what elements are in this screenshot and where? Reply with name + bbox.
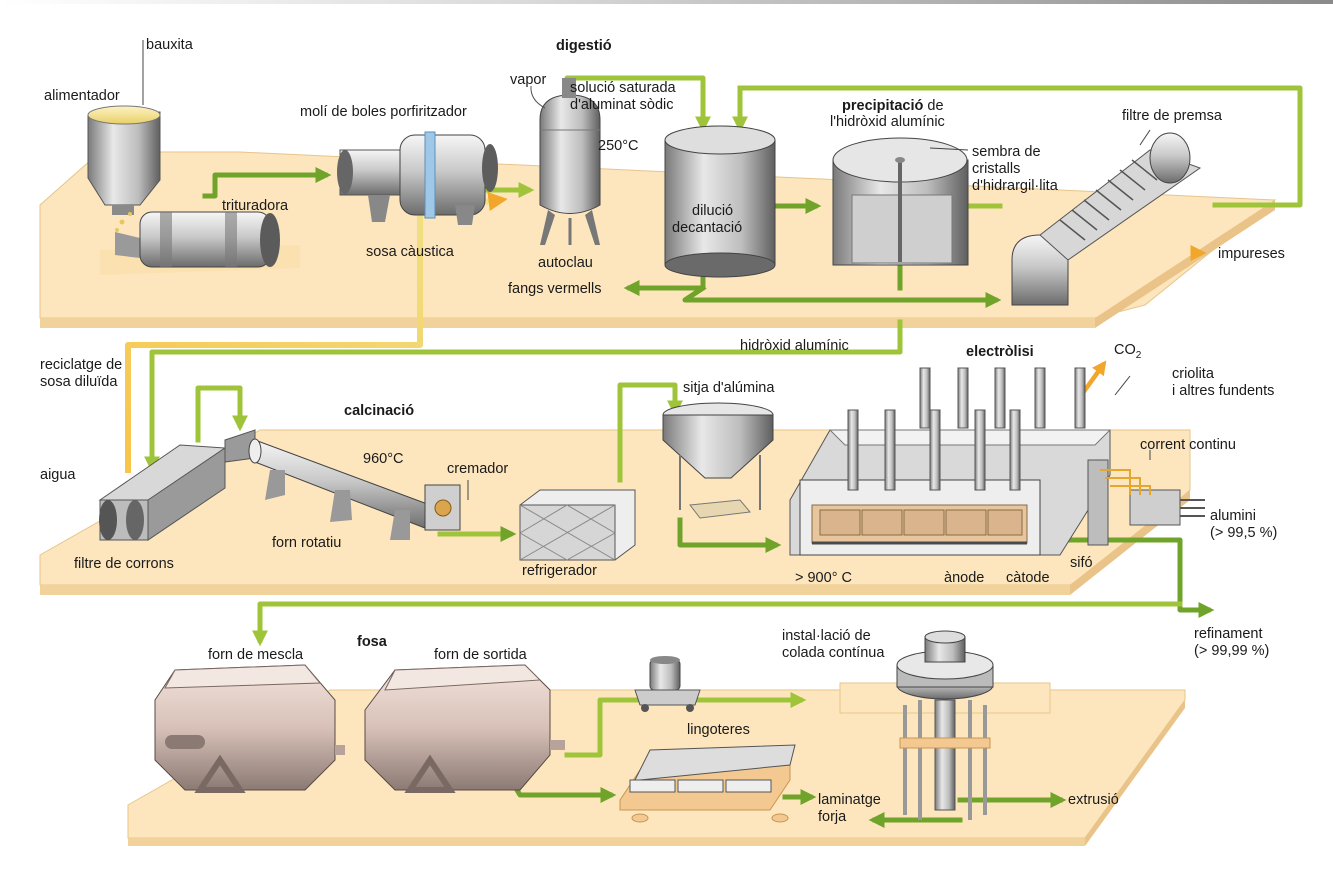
precipitation-title-rest: de — [923, 98, 944, 114]
digestion-title: digestió — [556, 38, 612, 54]
refining-label: refinament (> 99,99 %) — [1194, 626, 1270, 659]
direct-current-label: corrent continu — [1140, 437, 1236, 453]
calcination-title: calcinació — [344, 403, 415, 419]
holding-furnace-label: forn de sortida — [434, 647, 527, 663]
mixing-furnace-label: forn de mescla — [208, 647, 304, 663]
ladle — [634, 656, 701, 712]
co2-label: CO2 — [1114, 342, 1141, 364]
top-rule — [0, 0, 1333, 4]
ingot-molds — [619, 744, 796, 823]
filter-press-label: filtre de premsa — [1122, 108, 1222, 124]
crusher-label: trituradora — [222, 198, 289, 214]
autoclave — [530, 78, 601, 245]
cathode-label: càtode — [1006, 570, 1050, 586]
dilution-decantation-tank — [664, 125, 776, 278]
forging-label: forja — [818, 809, 847, 825]
siphon-label: sifó — [1070, 555, 1093, 571]
bauxite-label: bauxita — [146, 37, 193, 53]
precipitation-title-bold: precipitació — [842, 98, 924, 114]
water-label: aigua — [40, 467, 76, 483]
rolling-label: laminatge — [818, 792, 881, 808]
soda-recycling-label: reciclatge de sosa diluïda — [40, 357, 123, 390]
smelting-title: fosa — [357, 634, 387, 650]
temp-960-label: 960°C — [363, 451, 404, 467]
cooler-label: refrigerador — [522, 563, 597, 579]
continuous-casting — [896, 630, 994, 820]
temp-900-label: > 900° C — [795, 570, 852, 586]
cryolite-label: criolita i altres fundents — [1172, 366, 1275, 399]
decantation-label: decantació — [672, 220, 743, 236]
precipitation-subtitle: l'hidròxid alumínic — [830, 114, 945, 130]
seed-crystals-label: sembra de cristalls d'hidrargil·lita — [972, 144, 1058, 194]
impurities-label: impureses — [1218, 246, 1285, 262]
co2-subscript: 2 — [1135, 349, 1142, 361]
filter-press — [1011, 129, 1202, 306]
red-mud-label: fangs vermells — [508, 281, 602, 297]
ball-mill-label: molí de boles porfiritzador — [300, 104, 467, 120]
alumina-silo — [662, 402, 774, 519]
temp-250-label: 250°C — [598, 138, 639, 154]
continuous-casting-label: instal·lació de colada contínua — [782, 628, 885, 661]
feeder-hopper — [87, 40, 161, 232]
crusher — [100, 211, 300, 275]
steam-label: vapor — [510, 72, 547, 88]
rotary-kiln — [224, 429, 469, 540]
electrolysis-title: electròlisi — [966, 344, 1034, 360]
rotary-kiln-label: forn rotatiu — [272, 535, 342, 551]
precipitation-tank — [832, 137, 969, 266]
cooler — [519, 489, 636, 561]
roller-filter-label: filtre de corrons — [74, 556, 174, 572]
dilution-label: dilució — [692, 203, 734, 219]
aluminium-purity-label: alumini (> 99,5 %) — [1210, 508, 1278, 541]
anode-label: ànode — [944, 570, 985, 586]
precipitation-title: precipitació de — [842, 98, 944, 115]
feeder-label: alimentador — [44, 88, 120, 104]
co2-base: CO — [1114, 342, 1136, 358]
caustic-soda-label: sosa càustica — [366, 244, 454, 260]
saturated-solution-label: solució saturada d'aluminat sòdic — [570, 80, 676, 113]
ball-mill — [337, 131, 498, 225]
burner-label: cremador — [447, 461, 509, 477]
mixing-furnace — [154, 664, 345, 793]
electrolysis-cell — [789, 367, 1205, 556]
ingot-molds-label: lingoteres — [687, 722, 750, 738]
holding-furnace — [364, 664, 565, 793]
autoclave-label: autoclau — [538, 255, 593, 271]
alumina-silo-label: sitja d'alúmina — [683, 380, 775, 396]
hydroxide-label: hidròxid alumínic — [740, 338, 849, 354]
extrusion-label: extrusió — [1068, 792, 1119, 808]
